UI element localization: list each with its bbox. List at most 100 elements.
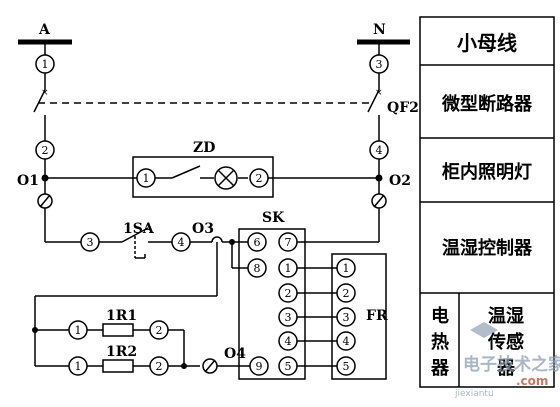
- side-heater-3: 器: [430, 358, 450, 379]
- terminal-fr2-label: 2: [343, 287, 350, 300]
- o3-label: O3: [192, 221, 214, 237]
- terminal-fr5: [336, 356, 356, 376]
- terminal-fr4: [336, 331, 356, 351]
- watermark: 电子技术之家 .com jiexiantu: [454, 322, 560, 399]
- watermark-domain: .com: [516, 374, 548, 388]
- terminal-sk4: [278, 331, 298, 351]
- qf2-label: QF2: [387, 100, 419, 116]
- terminal-fr1: [336, 258, 356, 278]
- terminal-r1a: [68, 320, 88, 340]
- terminal-r1a-label: 1: [75, 324, 82, 337]
- o1-label: O1: [17, 173, 39, 189]
- terminal-sk4-label: 4: [285, 335, 292, 348]
- terminal-r1b: [149, 320, 169, 340]
- terminal-fr5-label: 5: [343, 360, 350, 373]
- resistor-1r1: [102, 323, 134, 337]
- watermark-logo-icon: [470, 322, 498, 338]
- terminal-sk3: [278, 307, 298, 327]
- terminal-sk9-label: 9: [256, 360, 263, 373]
- terminal-sk9: [249, 356, 269, 376]
- fr-box: [331, 253, 387, 380]
- resistor-1r2: [102, 359, 134, 373]
- terminal-n3-label: 3: [376, 58, 383, 71]
- terminal-a2: [35, 140, 55, 160]
- terminal-sk5-label: 5: [285, 360, 292, 373]
- side-sensor-3: 器: [496, 358, 516, 379]
- junction-r-right: [181, 363, 187, 369]
- breaker-x-right: ×: [375, 88, 383, 98]
- zd-label: ZD: [193, 140, 215, 156]
- breaker-x-left: ×: [41, 88, 49, 98]
- terminal-sk3-label: 3: [285, 311, 292, 324]
- terminal-sk2: [278, 283, 298, 303]
- junction-o1: [41, 174, 49, 182]
- sk-box: [238, 228, 306, 380]
- zd-switch: [171, 165, 201, 179]
- breaker-contact-right: [367, 89, 380, 113]
- terminal-disconnect-left: [37, 193, 53, 209]
- junction-r-left: [32, 327, 38, 333]
- breaker-contact-left: [33, 89, 46, 113]
- terminal-zd1: [136, 168, 156, 188]
- watermark-site: 电子技术之家: [463, 354, 560, 375]
- fr-label: FR: [366, 308, 388, 324]
- terminal-sk8-label: 8: [254, 262, 261, 275]
- terminal-sk6-label: 6: [254, 236, 261, 249]
- side-row-busbar: 小母线: [457, 31, 517, 55]
- terminal-n3: [369, 54, 389, 74]
- side-row-breaker: 微型断路器: [441, 93, 533, 115]
- terminal-a1-label: 1: [42, 58, 49, 71]
- terminal-sk6: [247, 232, 267, 252]
- sa-label: 1SA: [123, 221, 155, 237]
- terminal-sk7: [278, 232, 298, 252]
- terminal-r1b-label: 2: [156, 324, 163, 337]
- sa-switch-contact: [121, 227, 149, 243]
- terminal-zd2: [249, 168, 269, 188]
- terminal-a1: [35, 54, 55, 74]
- terminal-fr1-label: 1: [343, 262, 350, 275]
- terminal-fr4-label: 4: [343, 335, 350, 348]
- side-sensor-1: 温湿: [488, 306, 524, 327]
- terminal-sk7-label: 7: [285, 236, 292, 249]
- side-heater-1: 电: [431, 305, 449, 327]
- o2-label: O2: [389, 173, 411, 189]
- sk-label: SK: [262, 210, 285, 226]
- side-row-controller: 温湿控制器: [442, 237, 533, 259]
- o4-label: O4: [224, 346, 246, 362]
- watermark-url: jiexiantu: [454, 389, 494, 399]
- terminal-n4: [369, 140, 389, 160]
- terminal-r2b: [149, 356, 169, 376]
- side-heater-2: 热: [431, 331, 449, 353]
- terminal-sa3: [80, 232, 100, 252]
- bus-label-a: A: [38, 22, 51, 38]
- zd-box: [132, 156, 274, 198]
- terminal-r2b-label: 2: [156, 360, 163, 373]
- terminal-sk8: [247, 258, 267, 278]
- lamp-icon: [214, 166, 238, 190]
- bus-label-n: N: [373, 22, 386, 38]
- side-row-lamp: 柜内照明灯: [442, 161, 532, 183]
- terminal-sk2-label: 2: [285, 287, 292, 300]
- terminal-sk1-label: 1: [285, 262, 292, 275]
- terminal-fr2: [336, 283, 356, 303]
- terminal-sa4: [171, 232, 191, 252]
- terminal-sa4-label: 4: [178, 236, 185, 249]
- terminal-a2-label: 2: [42, 144, 49, 157]
- terminal-r2a: [68, 356, 88, 376]
- side-sensor-2: 传感: [487, 331, 524, 353]
- terminal-sk5: [278, 356, 298, 376]
- r1-label: 1R1: [106, 308, 137, 324]
- terminal-fr3-label: 3: [343, 311, 350, 324]
- terminal-r2a-label: 1: [75, 360, 82, 373]
- terminal-sk1: [278, 258, 298, 278]
- junction-o3: [229, 239, 235, 245]
- terminal-sa3-label: 3: [87, 236, 94, 249]
- terminal-n4-label: 4: [376, 144, 383, 157]
- junction-o2: [375, 174, 383, 182]
- terminal-zd2-label: 2: [256, 172, 263, 185]
- terminal-zd1-label: 1: [143, 172, 150, 185]
- terminal-disconnect-right: [371, 193, 387, 209]
- terminal-fr3: [336, 307, 356, 327]
